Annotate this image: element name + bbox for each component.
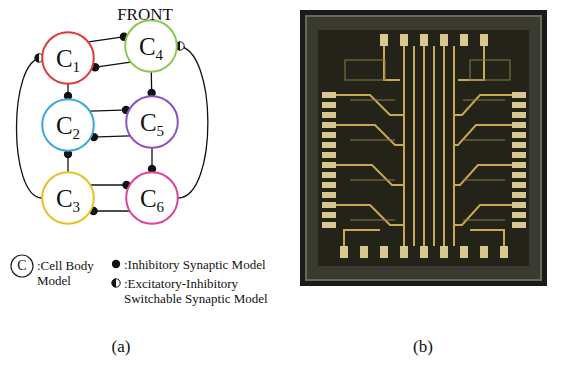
panel-label: (a) — [112, 338, 131, 357]
inhibitory-synapse-connector — [91, 181, 131, 189]
cell-body-circle: C1 — [41, 31, 95, 85]
cell-body-circle: C2 — [41, 98, 95, 152]
inhibitory-synapse-connector — [90, 106, 130, 114]
cell-name: C5 — [140, 110, 164, 135]
legend-text: :Cell Body Model — [37, 258, 107, 288]
cell-name: C2 — [56, 113, 80, 138]
switchable-synapse-symbol — [112, 279, 120, 287]
inhibitory-synapse-connector — [64, 84, 72, 100]
cell-body-circle: C6 — [125, 171, 179, 225]
cell-body-circle: C5 — [125, 95, 179, 149]
inhibitory-synapse-connector — [88, 33, 128, 42]
inhibitory-synapse-symbol — [112, 260, 120, 268]
front-label: FRONT — [117, 6, 173, 25]
cell-body-symbol — [11, 255, 33, 277]
switchable-synapse-connector — [17, 54, 44, 198]
chip-photo — [300, 10, 547, 286]
cell-body-circle: C3 — [41, 171, 95, 225]
inhibitory-synapse-connector — [90, 133, 130, 141]
panel-label: (b) — [413, 338, 433, 357]
inhibitory-synapse-connector — [147, 72, 155, 97]
legend-text: :Excitatory-Inhibitory Switchable Synapt… — [124, 276, 289, 306]
inhibitory-synapse-connector — [89, 207, 129, 215]
cell-name: C6 — [140, 186, 164, 211]
cell-name: C4 — [139, 34, 163, 59]
legend-symbol-letter: C — [17, 258, 26, 273]
legend-text: :Inhibitory Synaptic Model — [124, 257, 289, 272]
switchable-synapse-connector — [176, 42, 208, 198]
cell-body-circle: C4 — [124, 19, 178, 73]
inhibitory-synapse-connector — [91, 62, 131, 71]
inhibitory-synapse-connector — [148, 148, 156, 173]
cell-name: C3 — [56, 186, 80, 211]
inhibitory-synapse-connector — [64, 150, 72, 172]
cell-name: C1 — [56, 46, 80, 71]
